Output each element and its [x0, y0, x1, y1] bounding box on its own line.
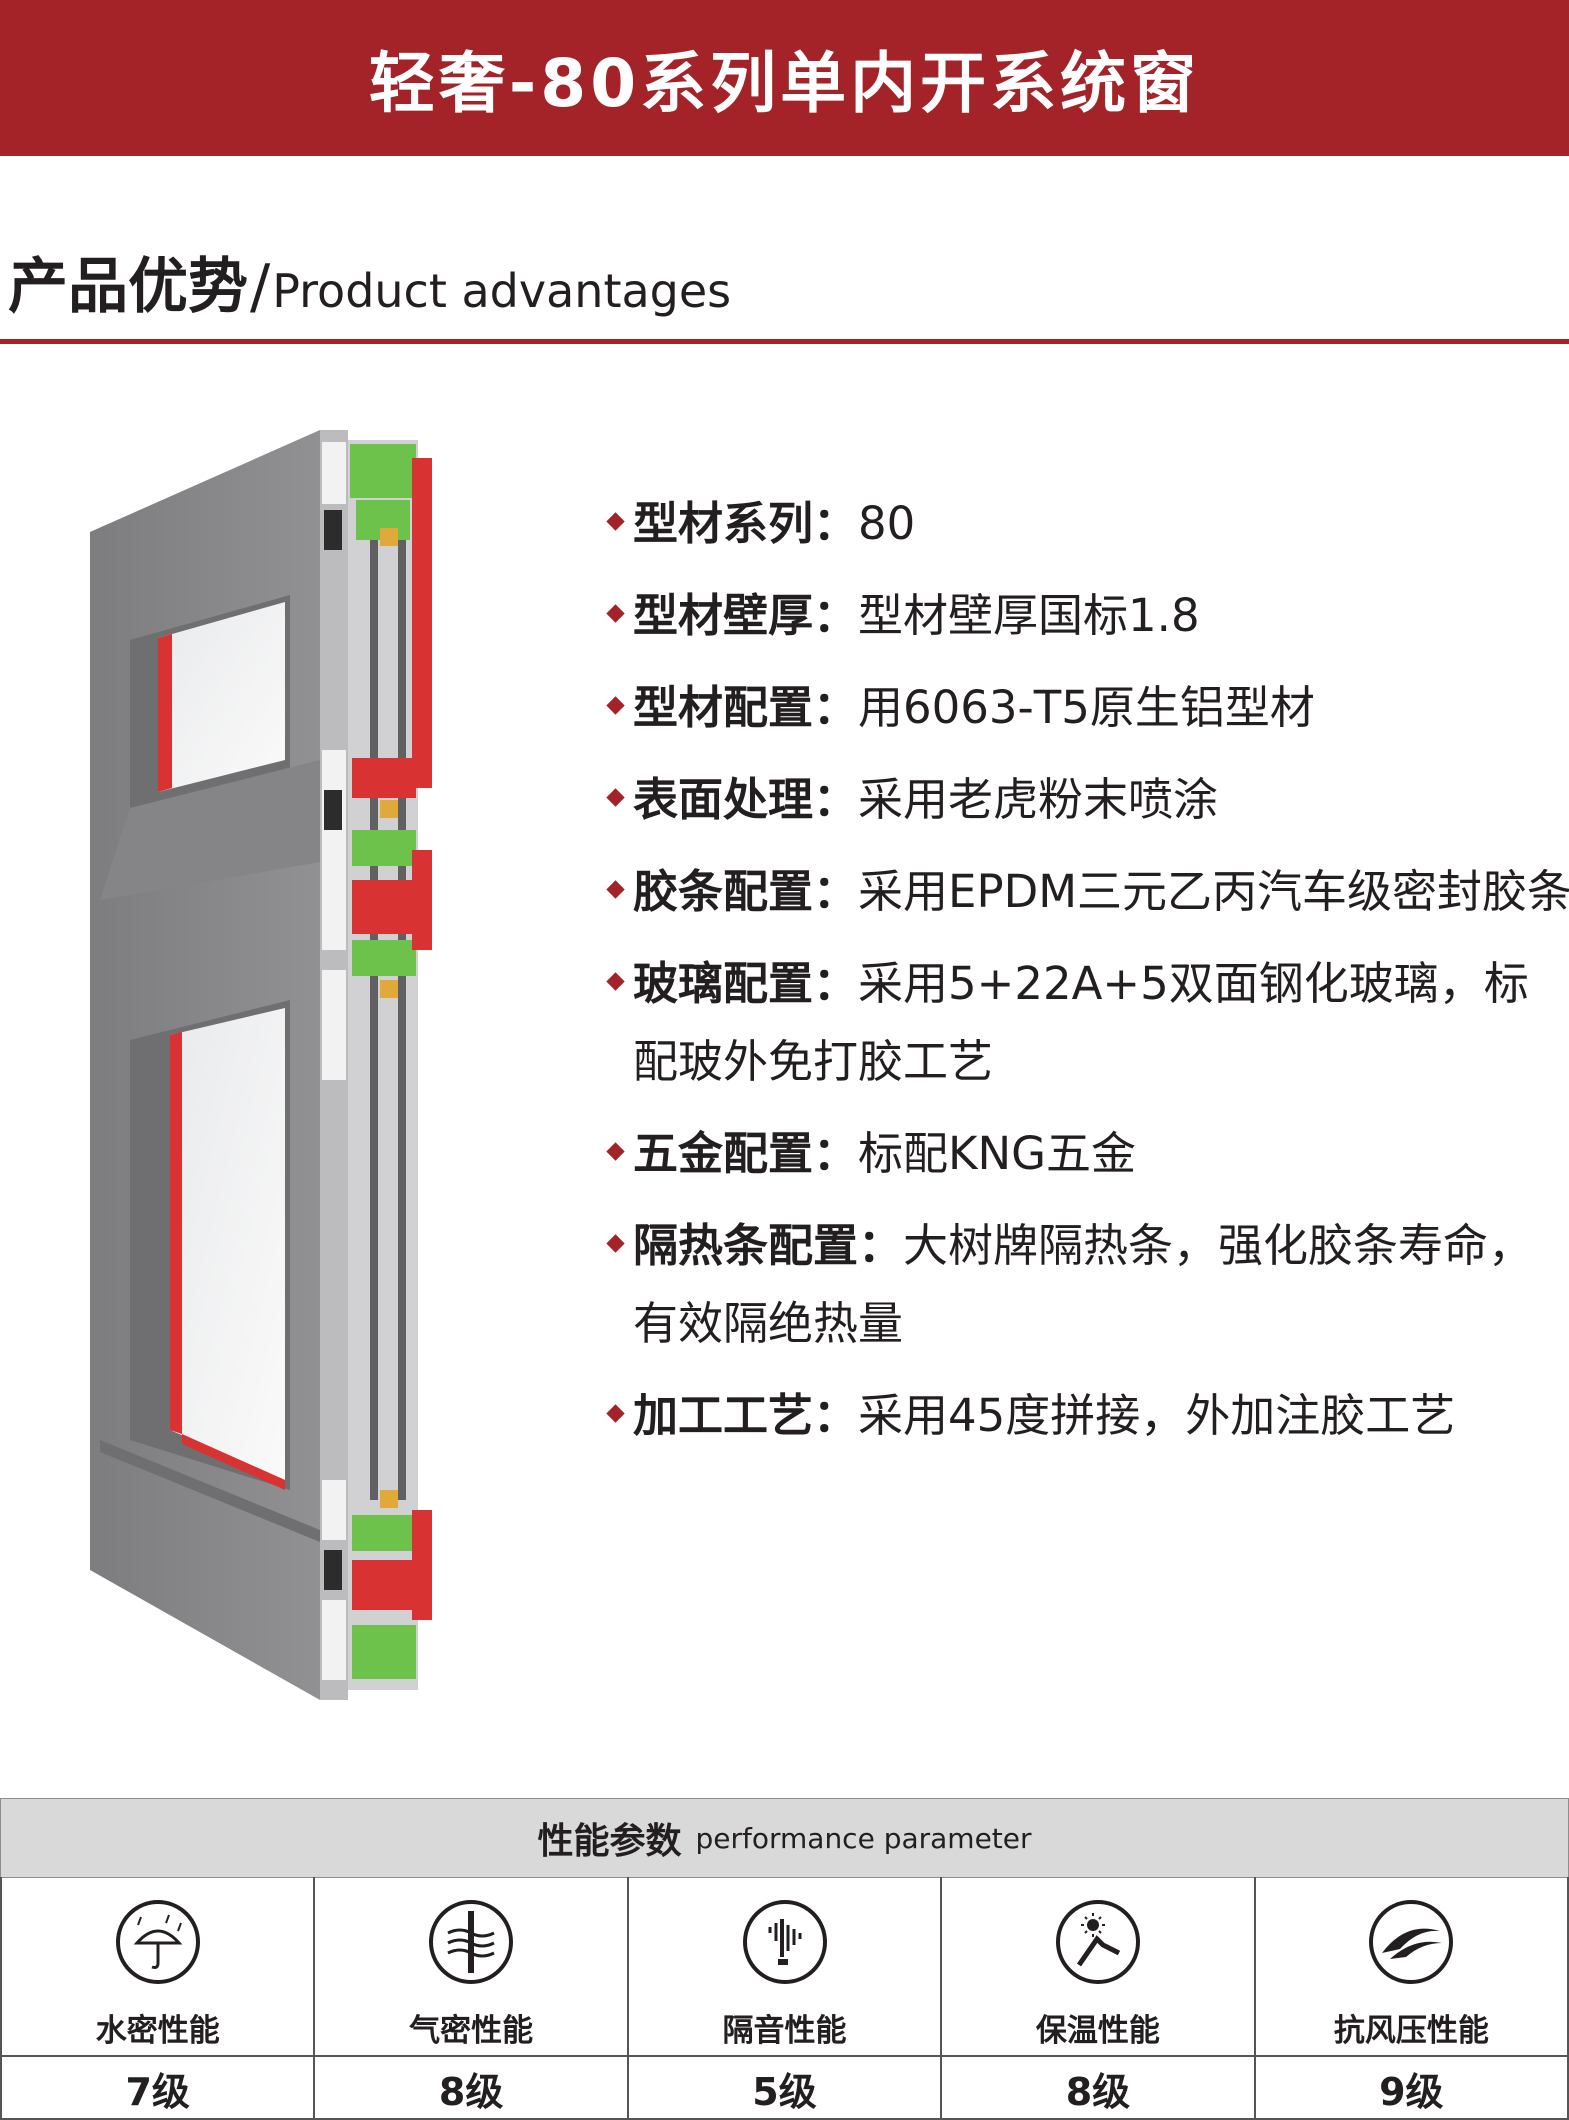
cell-divider: [628, 2055, 941, 2057]
metric-grade: 5级: [752, 2070, 817, 2114]
performance-row: 水密性能 7级 气密性能 8级: [0, 1877, 1569, 2120]
feature-value: 型材壁厚国标1.8: [858, 589, 1200, 642]
metric-label: 抗风压性能: [1333, 2013, 1489, 2049]
performance-title-cn: 性能参数: [537, 1821, 682, 1862]
section-heading: 产品优势 / Product advantages: [8, 238, 732, 322]
sun-thermal-icon: [1053, 1897, 1143, 1987]
feature-value: 大树牌隔热条，强化胶条寿命，有效隔绝热量: [633, 1219, 1534, 1350]
feature-list: 型材系列：80 型材壁厚：型材壁厚国标1.8 型材配置：用6063-T5原生铝型…: [605, 485, 1569, 1469]
feature-label: 玻璃配置：: [633, 957, 859, 1010]
window-profile-cross-section-icon: [80, 430, 500, 1700]
umbrella-rain-icon: [113, 1897, 203, 1987]
feature-label: 型材配置：: [633, 681, 859, 734]
cell-divider: [942, 2055, 1254, 2057]
feature-item: 型材系列：80: [605, 485, 1565, 563]
metric-grade: 7级: [125, 2070, 190, 2114]
performance-title-en: performance parameter: [695, 1821, 1032, 1855]
feature-item: 玻璃配置：采用5+22A+5双面钢化玻璃，标配玻外免打胶工艺: [605, 945, 1569, 1101]
wind-pressure-icon: [1366, 1897, 1456, 1987]
diamond-bullet-icon: [606, 788, 625, 807]
feature-label: 表面处理：: [633, 773, 859, 826]
feature-value: 采用老虎粉末喷涂: [858, 773, 1219, 826]
performance-cell-wind: 抗风压性能 9级: [1255, 1877, 1569, 2120]
performance-cell-sound: 隔音性能 5级: [628, 1877, 943, 2120]
metric-grade: 8级: [438, 2070, 504, 2114]
metric-label: 水密性能: [95, 2013, 220, 2049]
section-divider: [0, 339, 1569, 344]
feature-item: 隔热条配置：大树牌隔热条，强化胶条寿命，有效隔绝热量: [605, 1207, 1569, 1363]
metric-grade: 9级: [1379, 2070, 1444, 2114]
metric-grade: 8级: [1065, 2070, 1131, 2114]
feature-label: 型材壁厚：: [633, 589, 859, 642]
performance-cell-air: 气密性能 8级: [315, 1877, 629, 2120]
feature-item: 型材壁厚：型材壁厚国标1.8: [605, 577, 1565, 655]
feature-item: 加工工艺：采用45度拼接，外加注胶工艺: [605, 1377, 1565, 1455]
metric-label: 隔音性能: [722, 2013, 847, 2049]
feature-value: 采用45度拼接，外加注胶工艺: [858, 1389, 1456, 1442]
page-title: 轻奢-80系列单内开系统窗: [368, 45, 1201, 122]
feature-label: 五金配置：: [633, 1127, 859, 1180]
cell-divider: [2, 2055, 314, 2057]
feature-label: 隔热条配置：: [633, 1219, 904, 1272]
diamond-bullet-icon: [606, 1404, 625, 1423]
diamond-bullet-icon: [606, 696, 625, 715]
section-title-cn: 产品优势: [8, 252, 248, 322]
diamond-bullet-icon: [606, 880, 625, 899]
feature-item: 型材配置：用6063-T5原生铝型材: [605, 669, 1565, 747]
diamond-bullet-icon: [606, 1142, 625, 1161]
feature-value: 标配KNG五金: [858, 1127, 1137, 1180]
performance-cell-thermal: 保温性能 8级: [942, 1877, 1256, 2120]
feature-value: 采用5+22A+5双面钢化玻璃，标配玻外免打胶工艺: [633, 957, 1529, 1088]
feature-label: 加工工艺：: [633, 1389, 859, 1442]
feature-item: 五金配置：标配KNG五金: [605, 1115, 1565, 1193]
title-banner: 轻奢-80系列单内开系统窗: [0, 0, 1569, 156]
feature-value: 80: [858, 497, 916, 550]
cell-divider: [1255, 2055, 1568, 2057]
feature-item: 胶条配置：采用EPDM三元乙丙汽车级密封胶条: [605, 853, 1569, 931]
performance-table: 性能参数 performance parameter 水密性能 7级: [0, 1798, 1569, 2120]
section-title-en: Product advantages: [272, 264, 732, 318]
diamond-bullet-icon: [606, 512, 625, 531]
feature-label: 型材系列：: [633, 497, 859, 550]
section-title-separator: /: [250, 252, 271, 322]
feature-value: 用6063-T5原生铝型材: [858, 681, 1315, 734]
performance-cell-water: 水密性能 7级: [0, 1877, 316, 2120]
feature-item: 表面处理：采用老虎粉末喷涂: [605, 761, 1565, 839]
metric-label: 气密性能: [409, 2013, 534, 2049]
performance-header: 性能参数 performance parameter: [0, 1798, 1569, 1878]
feature-label: 胶条配置：: [633, 865, 859, 918]
diamond-bullet-icon: [606, 972, 625, 991]
sound-wave-icon: [740, 1897, 830, 1987]
wind-air-icon: [426, 1897, 516, 1987]
cell-divider: [315, 2055, 627, 2057]
metric-label: 保温性能: [1035, 2013, 1160, 2049]
diamond-bullet-icon: [606, 604, 625, 623]
diamond-bullet-icon: [606, 1234, 625, 1253]
feature-value: 采用EPDM三元乙丙汽车级密封胶条: [858, 865, 1569, 918]
